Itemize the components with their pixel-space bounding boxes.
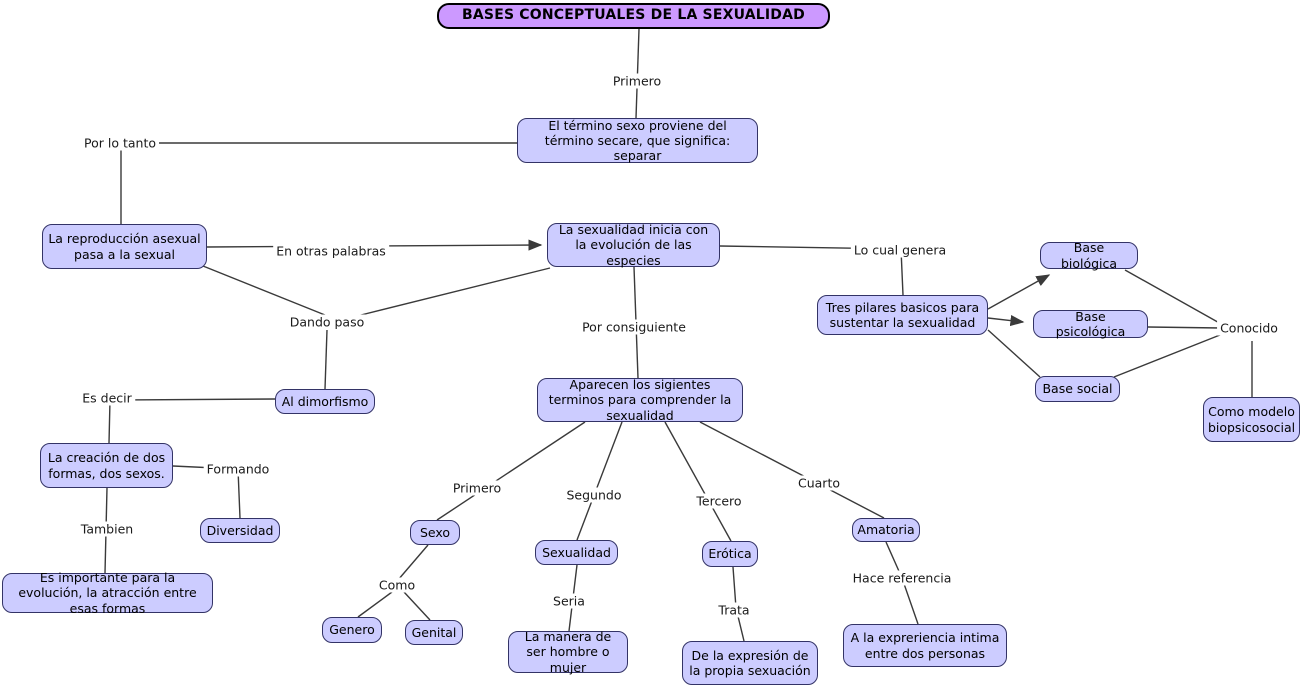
link-label-formando[interactable]: Formando [203, 461, 273, 477]
link-label-seria[interactable]: Seria [550, 593, 588, 609]
edge-aparecen-erotica [664, 421, 732, 542]
node-manera-de-ser[interactable]: La manera de ser hombre o mujer [508, 629, 628, 675]
node-amatoria[interactable]: Amatoria [852, 518, 920, 542]
link-label-dando-paso[interactable]: Dando paso [286, 314, 368, 330]
link-label-segundo[interactable]: Segundo [563, 487, 625, 503]
node-al-dimorfismo[interactable]: Al dimorfismo [275, 389, 375, 414]
edge-sexo-como [397, 544, 429, 581]
edge-como-genital [403, 591, 431, 621]
edge-termino-reproduccion [120, 142, 517, 224]
edge-pilares-social [987, 329, 1041, 378]
edge-reproduccion-dandopaso [202, 265, 326, 316]
edge-dimorfismo-creacion [108, 398, 276, 444]
node-sexo[interactable]: Sexo [410, 520, 460, 545]
edge-aparecen-sexualidad [576, 421, 623, 541]
link-label-como[interactable]: Como [375, 577, 419, 593]
node-modelo-biopsicosocial[interactable]: Como modelo biopsicosocial [1203, 397, 1300, 442]
link-label-primero-top[interactable]: Primero [609, 73, 665, 89]
node-aparecen-terminos[interactable]: Aparecen los sigientes terminos para com… [537, 377, 743, 423]
link-label-trata[interactable]: Trata [715, 602, 753, 618]
link-label-tambien[interactable]: Tambien [77, 521, 137, 537]
edge-social-conocido [1113, 332, 1226, 378]
edge-biologica-conocido [1124, 269, 1224, 326]
map-title: BASES CONCEPTUALES DE LA SEXUALIDAD [437, 3, 830, 29]
link-label-en-otras-palabras[interactable]: En otras palabras [273, 243, 389, 259]
node-expresion-sexuacion[interactable]: De la expresión de la propia sexuación [682, 641, 818, 685]
link-label-tercero[interactable]: Tercero [693, 493, 745, 509]
node-erotica[interactable]: Erótica [702, 541, 758, 567]
link-label-lo-cual-genera[interactable]: Lo cual genera [850, 242, 950, 258]
node-experiencia-intima[interactable]: A la expreriencia intima entre dos perso… [843, 624, 1007, 667]
link-label-primero-2[interactable]: Primero [449, 480, 505, 496]
edge-inicia-dandopaso [356, 267, 551, 317]
node-diversidad[interactable]: Diversidad [200, 518, 280, 543]
link-label-cuarto[interactable]: Cuarto [795, 475, 843, 491]
node-base-biologica[interactable]: Base biológica [1040, 240, 1138, 271]
edge-psicologica-conocido [1147, 326, 1222, 329]
link-label-hace-referencia[interactable]: Hace referencia [849, 570, 955, 586]
node-sexualidad-inicia[interactable]: La sexualidad inicia con la evolución de… [547, 222, 720, 268]
node-creacion-dos-formas[interactable]: La creación de dos formas, dos sexos. [40, 443, 173, 488]
node-reproduccion-asexual[interactable]: La reproducción asexual pasa a la sexual [42, 224, 207, 269]
edge-pilares-psicologica-arrow [987, 315, 1025, 327]
link-label-por-lo-tanto[interactable]: Por lo tanto [81, 135, 159, 151]
edge-dandopaso-dimorfismo [324, 329, 328, 390]
node-base-social[interactable]: Base social [1035, 376, 1120, 402]
edge-aparecen-amatoria [699, 421, 885, 519]
link-label-es-decir[interactable]: Es decir [79, 390, 135, 406]
node-tres-pilares[interactable]: Tres pilares basicos para sustentar la s… [817, 295, 988, 335]
node-sexualidad[interactable]: Sexualidad [535, 540, 618, 565]
node-genero[interactable]: Genero [322, 617, 382, 643]
edge-como-genero [357, 591, 393, 618]
edge-aparecen-sexo [436, 421, 586, 521]
node-termino-sexo[interactable]: El término sexo proviene del término sec… [517, 118, 758, 163]
node-importante-evolucion[interactable]: Es importante para la evolución, la atra… [2, 570, 213, 616]
node-genital[interactable]: Genital [405, 620, 463, 645]
edge-pilares-biologica-arrow [987, 274, 1051, 310]
link-label-conocido[interactable]: Conocido [1217, 320, 1281, 336]
link-label-por-consiguiente[interactable]: Por consiguiente [579, 319, 689, 335]
node-base-psicologica[interactable]: Base psicológica [1033, 309, 1148, 339]
